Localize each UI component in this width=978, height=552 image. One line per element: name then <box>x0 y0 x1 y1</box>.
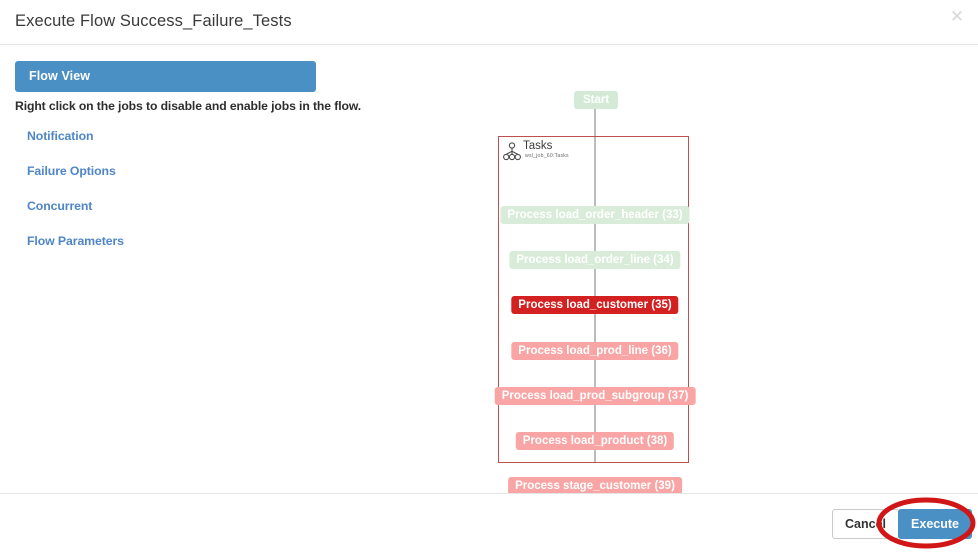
flow-group-title: Tasks <box>523 140 553 152</box>
hint-text: Right click on the jobs to disable and e… <box>15 99 362 113</box>
flow-node-start[interactable]: Start <box>574 91 619 109</box>
flow-group-tasks[interactable]: Tasks wsl_job_60:Tasks <box>498 136 689 463</box>
page-title: Execute Flow Success_Failure_Tests <box>15 12 292 30</box>
sidebar-item-flow-parameters[interactable]: Flow Parameters <box>27 234 124 248</box>
modal-footer: Cancel Execute <box>0 493 978 552</box>
flow-group-subtitle: wsl_job_60:Tasks <box>525 153 569 159</box>
sidebar-item-notification[interactable]: Notification <box>27 129 94 143</box>
execute-button[interactable]: Execute <box>898 509 972 539</box>
flow-node-job-34[interactable]: Process load_order_line (34) <box>509 251 681 269</box>
cancel-button[interactable]: Cancel <box>832 509 899 539</box>
flow-node-job-39[interactable]: Process stage_customer (39) <box>508 477 682 493</box>
flow-connector-line <box>594 106 596 463</box>
flow-node-job-35[interactable]: Process load_customer (35) <box>511 296 679 314</box>
modal-header: Execute Flow Success_Failure_Tests ✕ <box>0 0 978 45</box>
tree-icon <box>503 142 521 161</box>
flow-node-job-36[interactable]: Process load_prod_line (36) <box>511 342 679 360</box>
close-icon[interactable]: ✕ <box>949 7 965 27</box>
left-panel: Flow View Right click on the jobs to dis… <box>15 61 362 269</box>
flow-diagram-canvas[interactable]: Start Tasks wsl_job_60:Ta <box>330 45 978 493</box>
modal-body: Flow View Right click on the jobs to dis… <box>0 45 978 493</box>
nav-links: Notification Failure Options Concurrent … <box>15 129 318 248</box>
flow-node-job-37[interactable]: Process load_prod_subgroup (37) <box>494 387 696 405</box>
sidebar-item-concurrent[interactable]: Concurrent <box>27 199 93 213</box>
flow-group-header: Tasks wsl_job_60:Tasks <box>503 140 569 161</box>
sidebar-item-failure-options[interactable]: Failure Options <box>27 164 116 178</box>
flow-node-job-38[interactable]: Process load_product (38) <box>515 432 675 450</box>
flow-node-job-33[interactable]: Process load_order_header (33) <box>500 206 690 224</box>
tab-flow-view[interactable]: Flow View <box>15 61 316 92</box>
